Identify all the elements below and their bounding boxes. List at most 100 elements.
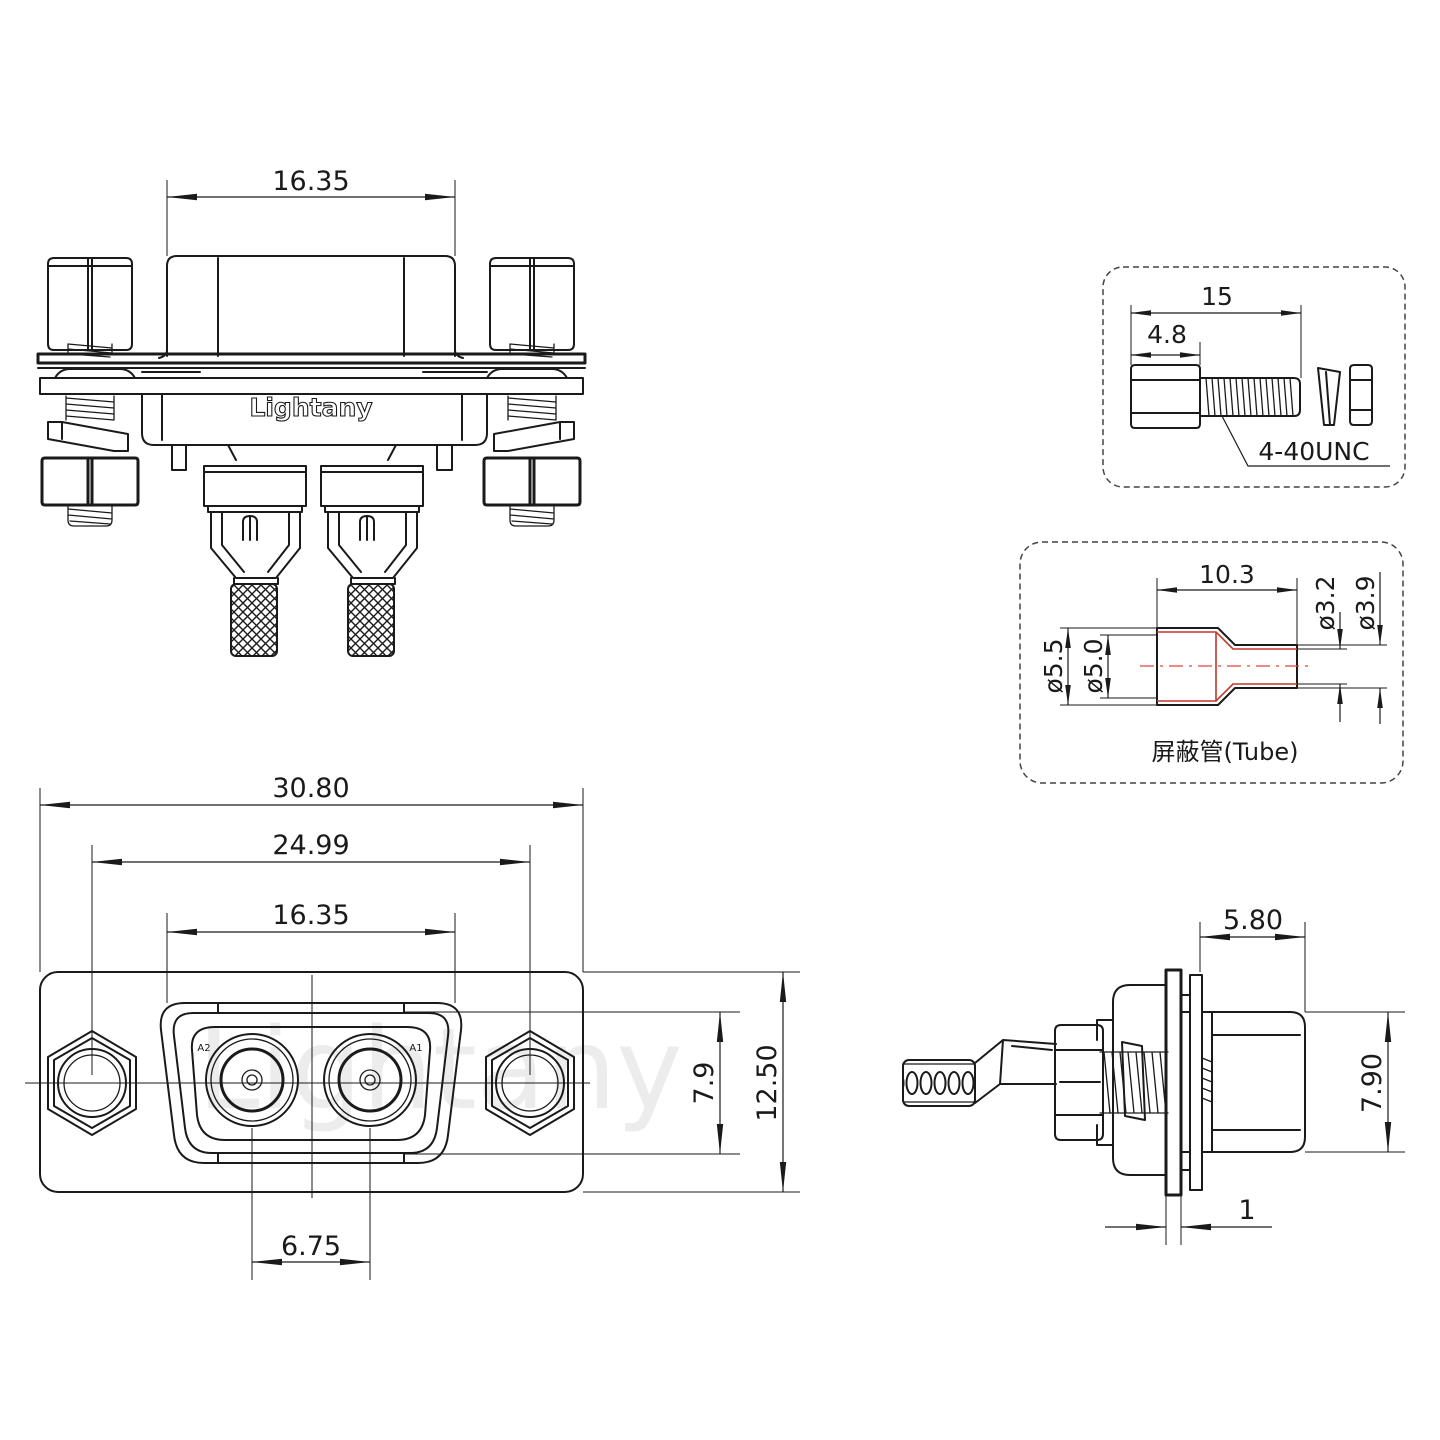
- contact-ring-outer: [205, 1033, 299, 1127]
- flange-plate-side: [1164, 968, 1183, 1197]
- dim-label: 24.99: [272, 830, 349, 861]
- flange-plate-lower: [39, 377, 584, 395]
- thread-lower-left: [65, 395, 115, 421]
- screw-thread-shaft: [1199, 377, 1301, 417]
- front-dim-flange-width: 30.80: [39, 773, 584, 972]
- flange-gap-details: [37, 367, 586, 379]
- d-shell-top: [158, 255, 464, 359]
- contact-center: [364, 1074, 376, 1086]
- thread-tail-right: [509, 504, 555, 527]
- side-dim-shell-height: 7.90: [1305, 1011, 1405, 1153]
- insulator-body: [141, 393, 488, 446]
- leader-line: [1221, 415, 1390, 467]
- insulator-body-side: [1096, 984, 1167, 1176]
- hex-nut-side: [1054, 1024, 1104, 1141]
- contact-label-a2: A2: [197, 1043, 210, 1054]
- lock-washer-right: [493, 421, 575, 452]
- small-hex-nut: [1349, 364, 1373, 426]
- contact-ring-inner: [219, 1047, 285, 1113]
- d-shell-inner-wall: [172, 1002, 450, 1164]
- d-shell-cavity: [190, 1026, 432, 1141]
- extension-lines: [583, 971, 800, 1193]
- power-contact-a2: [203, 465, 307, 657]
- side-dim-flange-thickness: 1: [1105, 1195, 1272, 1245]
- contact-socket: [241, 1069, 263, 1091]
- screw-thread-lines: [1205, 377, 1294, 417]
- dim-label: 10.3: [1199, 560, 1255, 589]
- tube-dim-small-outer: ø3.9: [1351, 572, 1383, 724]
- hex-nut-left: [40, 456, 140, 507]
- front-dim-shell-height: 7.9: [404, 1011, 740, 1155]
- front-dim-contact-pitch: 6.75: [251, 1128, 371, 1280]
- small-diameter-extensions: [1297, 644, 1387, 689]
- contact-label-a1: A1: [409, 1043, 422, 1054]
- d-shell-side: [1201, 1011, 1306, 1153]
- tube-caption: 屏蔽管(Tube): [1152, 738, 1299, 766]
- dim-label: 15: [1201, 282, 1233, 311]
- dim-label: ø3.2: [1311, 575, 1340, 630]
- dim-label: ø5.5: [1039, 638, 1068, 693]
- tube-dim-small-inner: ø3.2: [1311, 575, 1343, 722]
- large-diameter-extensions: [1060, 627, 1157, 706]
- dim-label: 4.8: [1147, 320, 1187, 349]
- center-lines: [25, 975, 590, 1198]
- dim-label: ø5.0: [1079, 638, 1108, 693]
- threaded-stud-side: [1099, 1051, 1169, 1114]
- contact-ring-inner: [337, 1047, 403, 1113]
- front-dim-mount-hole-spacing: 24.99: [91, 830, 531, 1075]
- jackscrew-head-right: [489, 257, 575, 351]
- shell-thread-side: [1201, 1057, 1213, 1103]
- crimp-barrel-knurled: [230, 583, 278, 657]
- thread-spec-callout: 4-40UNC: [1221, 415, 1390, 467]
- front-view: Lightany 30.80 24.99 16.35: [25, 773, 800, 1280]
- thread-spec-label: 4-40UNC: [1258, 437, 1369, 466]
- watermark: Lightany: [197, 1005, 682, 1135]
- dim-label: 30.80: [272, 773, 349, 804]
- screw-detail: 15 4.8 4-40UNC: [1102, 266, 1406, 488]
- contact-center: [246, 1074, 258, 1086]
- extension-lines: [91, 845, 531, 1075]
- screw-dim-total-length: 15: [1130, 282, 1302, 378]
- dim-label: 16.35: [272, 166, 349, 197]
- dim-label: 16.35: [272, 900, 349, 931]
- extension-lines: [39, 788, 584, 972]
- dim-label: 5.80: [1223, 905, 1283, 936]
- panel-plate-side: [1189, 974, 1203, 1191]
- tube-detail: 10.3 ø3.2 ø3.9 ø5.5 ø5.0 屏蔽管(Tube): [1019, 541, 1404, 784]
- contact-housing: [203, 465, 307, 513]
- lock-washer-side: [1121, 1041, 1146, 1121]
- dim-label: 7.9: [689, 1062, 720, 1105]
- side-view: 5.80 7.90 1: [902, 905, 1405, 1245]
- side-dim-shell-depth: 5.80: [1199, 905, 1306, 1012]
- extension-lines: [166, 913, 456, 1003]
- dim-label: 6.75: [281, 1231, 341, 1262]
- hex-nut-front-left: [47, 1030, 137, 1136]
- hex-nut-right: [482, 456, 582, 507]
- power-contact-a1: [320, 465, 424, 657]
- detail-frame: [1019, 541, 1404, 784]
- body-lower-tabs: [171, 444, 453, 471]
- d-shell-outer: [159, 1002, 463, 1164]
- contact-pin-bent: [974, 1039, 1057, 1104]
- tube-dim-large-outer: ø5.5: [1039, 628, 1071, 705]
- screw-hex-head: [1130, 364, 1201, 429]
- thread-tail-left: [67, 504, 113, 527]
- split-lock-washer: [1317, 367, 1341, 426]
- front-dim-flange-height: 12.50: [583, 971, 800, 1193]
- lock-washer-left: [47, 421, 129, 452]
- extension-lines: [1156, 578, 1298, 645]
- contact-socket: [359, 1069, 381, 1091]
- dim-label: ø3.9: [1351, 575, 1380, 630]
- top-view: 16.35 Lightany: [36, 166, 587, 657]
- extension-lines: [166, 180, 456, 256]
- jackscrew-head-left: [47, 257, 133, 351]
- hex-nut-front-right: [485, 1030, 575, 1136]
- dim-label: 7.90: [1357, 1053, 1388, 1113]
- contact-ring-outer: [323, 1033, 417, 1127]
- extension-lines: [1165, 1195, 1182, 1245]
- crimp-barrel-side: [902, 1059, 976, 1107]
- contact-pin-body: [210, 511, 301, 585]
- contact-ring-mid: [210, 1038, 294, 1122]
- screw-dim-head-length: 4.8: [1131, 320, 1201, 365]
